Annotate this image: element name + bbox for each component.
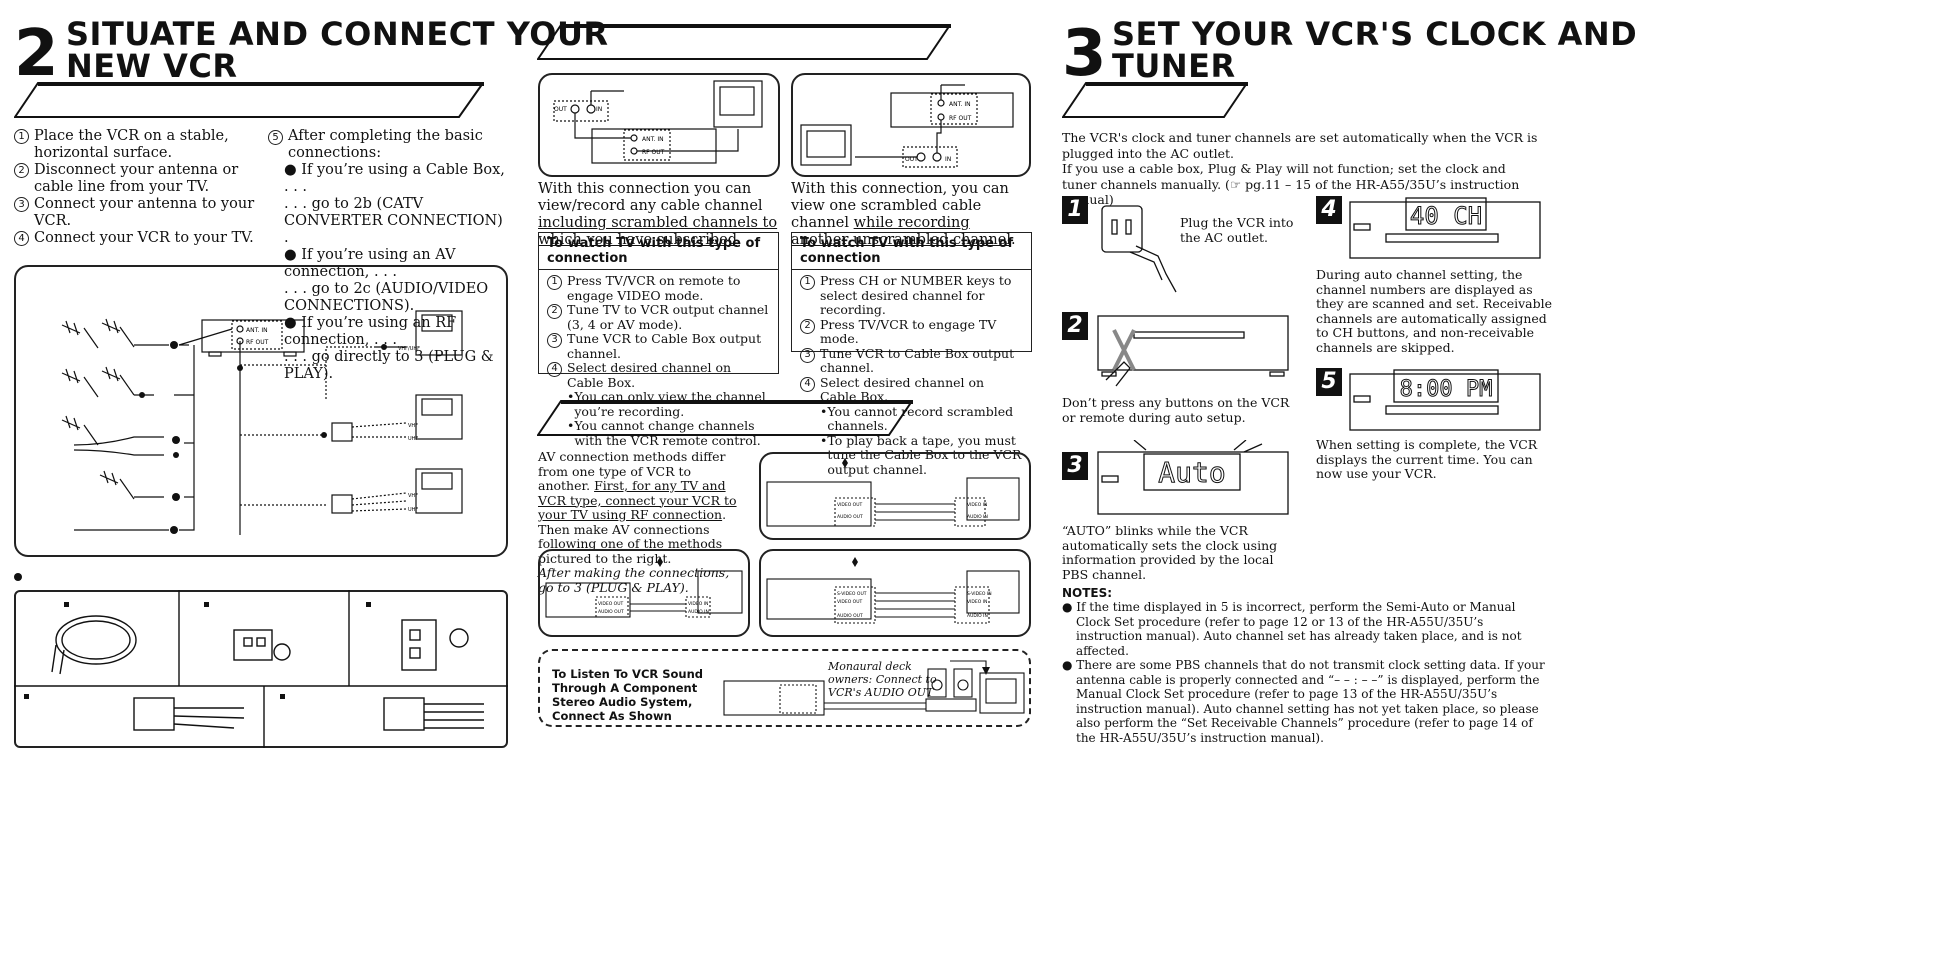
- av-diagram-2-illustration: VIDEO OUT AUDIO OUT VIDEO IN AUDIO IN: [545, 557, 743, 618]
- step-2-badge: 2: [1062, 312, 1088, 340]
- svg-text:ANT. IN: ANT. IN: [642, 136, 664, 143]
- section-3-banner: [1062, 82, 1248, 118]
- svg-text:ANT. IN: ANT. IN: [949, 101, 971, 108]
- svg-text:RF OUT: RF OUT: [246, 339, 269, 346]
- accessories-illustrations: [14, 590, 508, 748]
- svg-text:VHF: VHF: [408, 423, 418, 429]
- catv-right-table: To watch TV with this type of connection…: [791, 232, 1032, 476]
- section-3-intro: The VCR's clock and tuner channels are s…: [1062, 130, 1538, 207]
- catv-banner: [537, 24, 951, 60]
- svg-text:AUDIO OUT: AUDIO OUT: [837, 514, 863, 520]
- step-3-badge: 3: [1062, 452, 1088, 480]
- note-item: ● There are some PBS channels that do no…: [1062, 658, 1545, 745]
- svg-text:AUDIO IN: AUDIO IN: [967, 514, 988, 520]
- svg-text:S-VIDEO IN: S-VIDEO IN: [967, 591, 992, 597]
- av-intro-text: AV connection methods differ from one ty…: [538, 449, 737, 595]
- svg-text:VIDEO OUT: VIDEO OUT: [837, 502, 863, 508]
- section-2-number: 2: [14, 17, 59, 91]
- vcr-time-display-illustration: 8:00 PM: [1349, 369, 1541, 431]
- av-diagram-3-illustration: S-VIDEO OUT VIDEO OUT AUDIO OUT S-VIDEO …: [766, 557, 1020, 624]
- av-diagram-1-illustration: VIDEO OUT AUDIO OUT VIDEO IN AUDIO IN: [766, 458, 1020, 527]
- accessory-bullet: [14, 573, 22, 581]
- svg-text:AUDIO OUT: AUDIO OUT: [837, 613, 863, 619]
- notes-list: ● If the time displayed in 5 is incorrec…: [1062, 600, 1552, 745]
- monaural-note: Monaural deck owners: Connect to VCR's A…: [828, 660, 937, 699]
- step-4-text: During auto channel setting, the channel…: [1316, 267, 1553, 355]
- step-1-text: Plug the VCR into the AC outlet.: [1180, 215, 1294, 245]
- antenna-wiring-illustration: ANT. IN RF OUT VHF/UHF VHF UHF VHF UHF: [61, 310, 463, 535]
- section-2-banner: [14, 82, 484, 118]
- svg-text:VHF/UHF: VHF/UHF: [398, 346, 420, 352]
- av-diagram-2: [538, 549, 750, 637]
- vcr-channel-display-illustration: 40 CH: [1349, 197, 1541, 259]
- section-2-title: SITUATE AND CONNECT YOUR NEW VCR: [66, 15, 609, 85]
- svg-text:OUT: OUT: [905, 156, 918, 163]
- svg-text:S-VIDEO OUT: S-VIDEO OUT: [837, 591, 867, 597]
- av-diagram-1: [759, 452, 1031, 540]
- notes-title: NOTES:: [1062, 586, 1113, 600]
- svg-text:UHF: UHF: [408, 507, 418, 513]
- catv-left-illustration: OUT IN ANT. IN RF OUT: [553, 80, 763, 164]
- svg-text:AUDIO IN: AUDIO IN: [967, 613, 988, 619]
- svg-text:ANT. IN: ANT. IN: [246, 327, 268, 334]
- section-3-number: 3: [1062, 17, 1107, 91]
- catv-right-caption: With this connection, you can view one s…: [791, 181, 1016, 248]
- step-4-badge: 4: [1316, 196, 1342, 224]
- svg-text:AUDIO OUT: AUDIO OUT: [598, 609, 624, 615]
- step-3-text: “AUTO” blinks while the VCR automaticall…: [1062, 523, 1278, 582]
- svg-text:VIDEO OUT: VIDEO OUT: [598, 601, 624, 607]
- svg-text:RF OUT: RF OUT: [642, 149, 665, 156]
- svg-text:OUT: OUT: [554, 106, 567, 113]
- svg-text:AUDIO IN: AUDIO IN: [688, 609, 709, 615]
- step-2-text: Don’t press any buttons on the VCR or re…: [1062, 395, 1290, 425]
- step-5-badge: 5: [1316, 368, 1342, 396]
- catv-left-caption: With this connection you can view/record…: [538, 181, 778, 248]
- catv-diagram-left: [538, 73, 780, 177]
- step-1-badge: 1: [1062, 196, 1088, 224]
- stereo-illustration: [723, 660, 1025, 716]
- svg-text:UHF: UHF: [408, 436, 418, 442]
- catv-right-illustration: ANT. IN RF OUT OUT IN: [800, 84, 1014, 168]
- av-diagram-3: [759, 549, 1031, 637]
- svg-text:VIDEO IN: VIDEO IN: [967, 502, 987, 508]
- vcr-auto-display-illustration: Auto: [1097, 440, 1289, 515]
- svg-text:40 CH: 40 CH: [1410, 202, 1482, 230]
- svg-text:IN: IN: [596, 106, 602, 113]
- power-outlet-illustration: [1101, 205, 1177, 293]
- svg-text:Auto: Auto: [1158, 456, 1225, 489]
- av-banner: [537, 400, 913, 436]
- antenna-connection-diagram: [14, 265, 508, 557]
- svg-text:8:00 PM: 8:00 PM: [1400, 377, 1493, 402]
- svg-text:IN: IN: [945, 156, 951, 163]
- catv-diagram-right: [791, 73, 1031, 177]
- svg-text:VIDEO IN: VIDEO IN: [688, 601, 708, 607]
- svg-text:VIDEO OUT: VIDEO OUT: [837, 599, 863, 605]
- svg-text:RF OUT: RF OUT: [949, 115, 972, 122]
- step-5-text: When setting is complete, the VCR displa…: [1316, 437, 1538, 481]
- stereo-connection-title: To Listen To VCR Sound Through A Compone…: [552, 667, 704, 723]
- section-3-title: SET YOUR VCR'S CLOCK AND TUNER: [1112, 15, 1638, 85]
- svg-text:VHF: VHF: [408, 493, 418, 499]
- svg-text:VIDEO IN: VIDEO IN: [967, 599, 987, 605]
- note-item: ● If the time displayed in 5 is incorrec…: [1062, 600, 1522, 658]
- catv-left-table: To watch TV with this type of connection…: [538, 232, 779, 447]
- stereo-connection-box: [538, 649, 1031, 727]
- no-touch-vcr-illustration: [1097, 315, 1289, 387]
- accessories-panel: [14, 590, 508, 748]
